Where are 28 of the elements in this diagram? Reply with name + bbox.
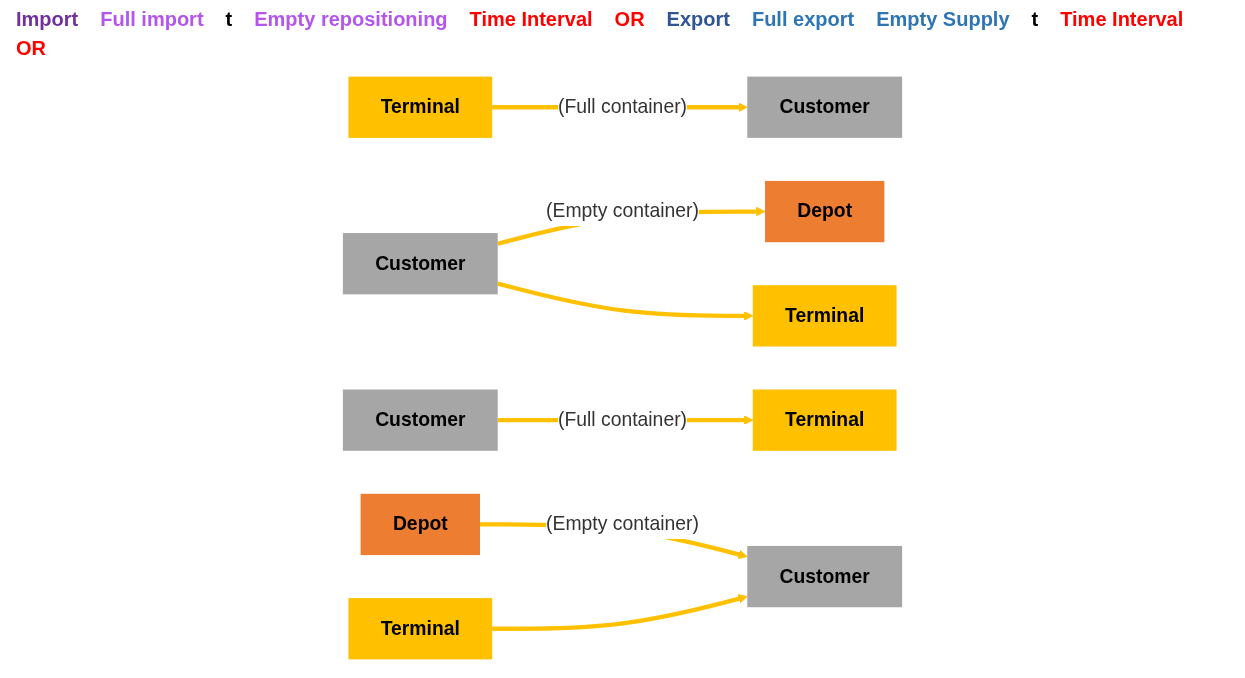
section-heading: Export [666, 8, 730, 31]
node-box: Terminal [348, 76, 493, 138]
node-box: Depot [765, 180, 885, 243]
flow-heading: Full export [751, 8, 855, 31]
time-symbol: t [1031, 8, 1039, 31]
or-label: OR [614, 8, 645, 31]
flow-heading: Full import [100, 8, 204, 31]
edge-label: (Empty container) [546, 513, 699, 535]
edge-label: (Full container) [557, 95, 688, 118]
flow-heading: Empty Supply [876, 8, 1010, 31]
node-box: Terminal [752, 389, 897, 451]
node-box: Terminal [752, 285, 897, 347]
node-box: Customer [342, 233, 498, 295]
node-box: Customer [747, 545, 903, 608]
node-box: Terminal [348, 598, 493, 660]
flow-heading: Empty repositioning [254, 8, 448, 31]
node-box: Customer [342, 389, 498, 451]
arrow [492, 594, 748, 631]
time-interval-label: Time Interval [469, 8, 593, 31]
edge-label: (Empty container) [546, 200, 699, 222]
time-symbol: t [225, 8, 233, 31]
section-heading: Import [16, 8, 79, 31]
time-interval-label: Time Interval [1060, 8, 1184, 31]
or-label: OR [16, 37, 46, 60]
node-box: Customer [747, 76, 903, 138]
node-box: Depot [360, 493, 480, 556]
edge-label: (Full container) [557, 408, 688, 431]
arrow [497, 281, 754, 321]
